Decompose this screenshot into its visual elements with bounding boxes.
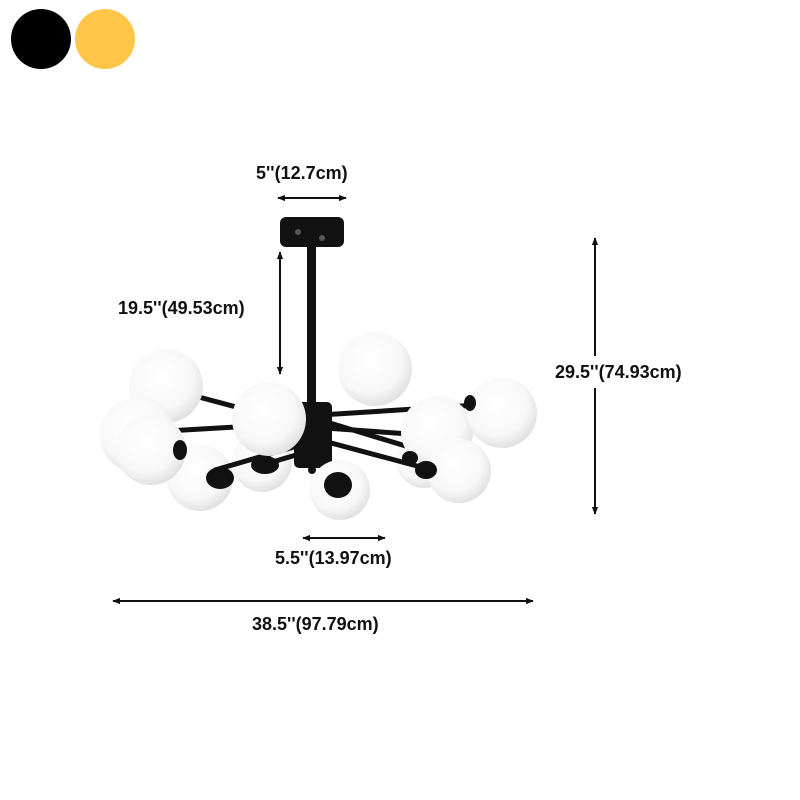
globe-diameter-label: 5.5''(13.97cm) (275, 548, 392, 568)
globe (427, 439, 491, 503)
globe (232, 382, 306, 456)
rod-length-label: 19.5''(49.53cm) (118, 298, 245, 318)
front-globes (100, 332, 537, 520)
globe (338, 332, 412, 406)
total-height-label: 29.5''(74.93cm) (555, 362, 682, 382)
globe (116, 415, 186, 485)
color-option-black[interactable] (11, 9, 71, 69)
globe (467, 378, 537, 448)
canopy (280, 217, 344, 247)
color-option-gold[interactable] (75, 9, 135, 69)
height-label-gap (560, 356, 710, 388)
hub-finial (308, 466, 316, 474)
canopy-width-label: 5''(12.7cm) (256, 163, 348, 183)
total-width-label: 38.5''(97.79cm) (252, 614, 379, 634)
downrod (307, 245, 316, 415)
sockets (173, 395, 476, 498)
